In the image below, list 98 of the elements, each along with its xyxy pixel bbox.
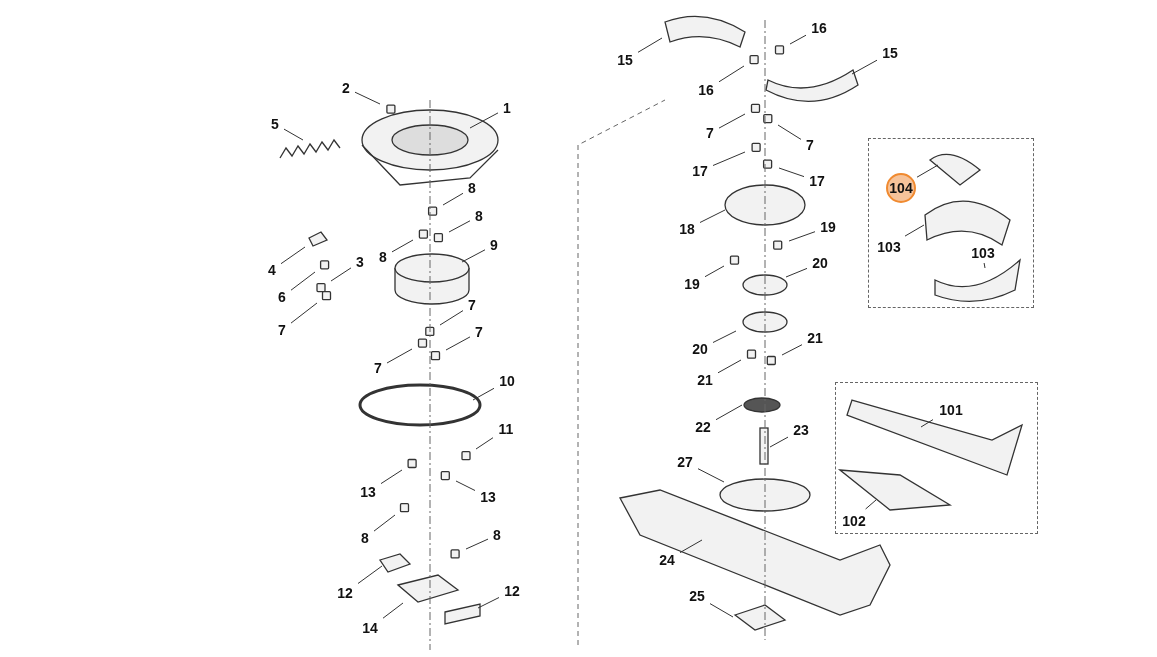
leader-line — [712, 330, 737, 343]
leader-line — [983, 262, 986, 269]
callout-number: 25 — [686, 587, 708, 605]
leader-line — [439, 310, 464, 326]
callout-number: 19 — [817, 218, 839, 236]
leader-line — [477, 597, 500, 609]
callout-number: 8 — [376, 248, 390, 266]
callout-number: 8 — [465, 179, 479, 197]
leader-line — [380, 469, 403, 485]
callout-number: 6 — [275, 288, 289, 306]
callout-number: 17 — [689, 162, 711, 180]
leader-line — [461, 249, 486, 263]
callout-number: 7 — [472, 323, 486, 341]
leader-line — [865, 499, 877, 510]
callout-number: 2 — [339, 79, 353, 97]
leader-line — [785, 267, 808, 278]
leader-line — [769, 436, 789, 448]
leader-line — [697, 468, 725, 483]
callout-number: 18 — [676, 220, 698, 238]
callout-number: 103 — [874, 238, 904, 256]
callout-number: 9 — [487, 236, 501, 254]
callout-number: 20 — [689, 340, 711, 358]
callout-number: 8 — [358, 529, 372, 547]
callout-number: 7 — [803, 136, 817, 154]
callout-number: 15 — [614, 51, 636, 69]
leader-line — [637, 37, 663, 53]
callout-number: 24 — [656, 551, 678, 569]
callout-number: 21 — [694, 371, 716, 389]
dashed-group-frame — [835, 382, 1038, 534]
callout-number: 8 — [490, 526, 504, 544]
callout-number: 7 — [371, 359, 385, 377]
callout-number: 13 — [357, 483, 379, 501]
leader-line — [920, 419, 934, 428]
leader-line — [718, 65, 745, 83]
callout-number: 8 — [472, 207, 486, 225]
leader-line — [442, 192, 464, 206]
callout-number: 102 — [839, 512, 869, 530]
callout-number: 17 — [806, 172, 828, 190]
leader-line — [699, 209, 726, 223]
leader-line — [904, 224, 925, 237]
leader-line — [475, 437, 494, 450]
callout-number: 22 — [692, 418, 714, 436]
callout-number: 27 — [674, 453, 696, 471]
leader-line — [455, 480, 476, 491]
leader-line — [704, 265, 725, 278]
leader-line — [851, 59, 878, 75]
callout-number: 4 — [265, 261, 279, 279]
callout-number: 23 — [790, 421, 812, 439]
leader-line — [789, 34, 807, 45]
leader-line — [330, 267, 352, 282]
callout-number: 20 — [809, 254, 831, 272]
leader-line — [717, 359, 742, 374]
callout-number: 14 — [359, 619, 381, 637]
leader-line — [469, 112, 499, 129]
leader-line — [373, 514, 396, 532]
leader-line — [386, 348, 413, 364]
leader-line — [709, 603, 734, 618]
callout-number: 12 — [334, 584, 356, 602]
leader-line — [781, 344, 803, 356]
leader-line — [280, 246, 306, 265]
callout-number: 103 — [968, 244, 998, 262]
callout-number: 7 — [703, 124, 717, 142]
leader-line — [382, 602, 404, 619]
leader-line — [465, 538, 489, 550]
callout-number: 11 — [495, 420, 517, 438]
callout-number: 3 — [353, 253, 367, 271]
callout-number: 19 — [681, 275, 703, 293]
callout-number: 15 — [879, 44, 901, 62]
callout-number: 1 — [500, 99, 514, 117]
leader-line — [472, 387, 495, 401]
leader-line — [290, 302, 318, 324]
leader-line — [718, 113, 746, 129]
leader-line — [445, 336, 471, 351]
leader-line — [712, 151, 746, 166]
callout-number: 7 — [275, 321, 289, 339]
leader-line — [354, 91, 381, 105]
leader-line — [679, 539, 703, 554]
callout-number: 5 — [268, 115, 282, 133]
callout-number: 16 — [808, 19, 830, 37]
leader-line — [283, 128, 304, 141]
leader-line — [290, 271, 316, 291]
leader-line — [715, 404, 743, 421]
callout-number: 101 — [936, 401, 966, 419]
callout-number: 7 — [465, 296, 479, 314]
callout-number: 16 — [695, 81, 717, 99]
leader-line — [777, 124, 802, 140]
leader-line — [916, 164, 939, 178]
leader-line — [788, 231, 816, 242]
callout-number: 10 — [496, 372, 518, 390]
callout-number: 21 — [804, 329, 826, 347]
leader-line — [778, 167, 805, 178]
leader-line — [357, 565, 383, 584]
dashed-group-frame — [868, 138, 1034, 308]
callout-number: 13 — [477, 488, 499, 506]
callout-number: 12 — [501, 582, 523, 600]
leader-line — [448, 220, 471, 233]
leader-line — [391, 239, 414, 253]
callout-number: 104 — [886, 173, 916, 203]
